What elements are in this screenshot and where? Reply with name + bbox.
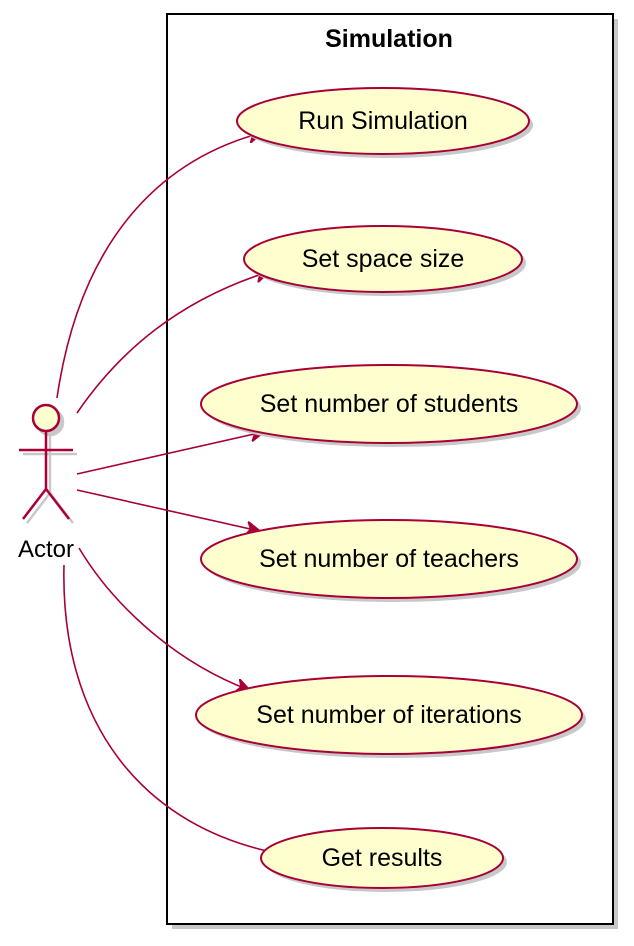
system-boundary-frame [166,13,614,925]
use-case-label: Get results [322,844,443,872]
use-case-set-number-of-iterations[interactable]: Set number of iterations [195,675,586,758]
actor-label: Actor [18,536,74,563]
use-case-label: Set space size [302,245,465,273]
system-boundary: Simulation [166,13,618,929]
use-case-set-number-of-students[interactable]: Set number of students [200,364,581,447]
association-set-teachers [76,489,259,531]
association-run-simulation [56,133,261,399]
stick-figure-icon [19,403,73,520]
use-case-get-results[interactable]: Get results [260,827,507,892]
system-title: Simulation [325,25,453,53]
use-case-set-space-size[interactable]: Set space size [243,225,526,296]
use-case-label: Set number of teachers [259,545,519,573]
use-case-label: Set number of students [260,390,518,418]
use-case-label: Run Simulation [298,107,468,135]
use-case-label: Set number of iterations [256,701,521,729]
association-set-space-size [76,272,268,414]
association-get-results [63,564,287,855]
association-set-students [76,432,263,475]
use-case-run-simulation[interactable]: Run Simulation [236,87,533,158]
association-set-iterations [78,547,249,690]
actor[interactable]: Actor [18,403,77,563]
use-case-set-number-of-teachers[interactable]: Set number of teachers [200,519,581,602]
